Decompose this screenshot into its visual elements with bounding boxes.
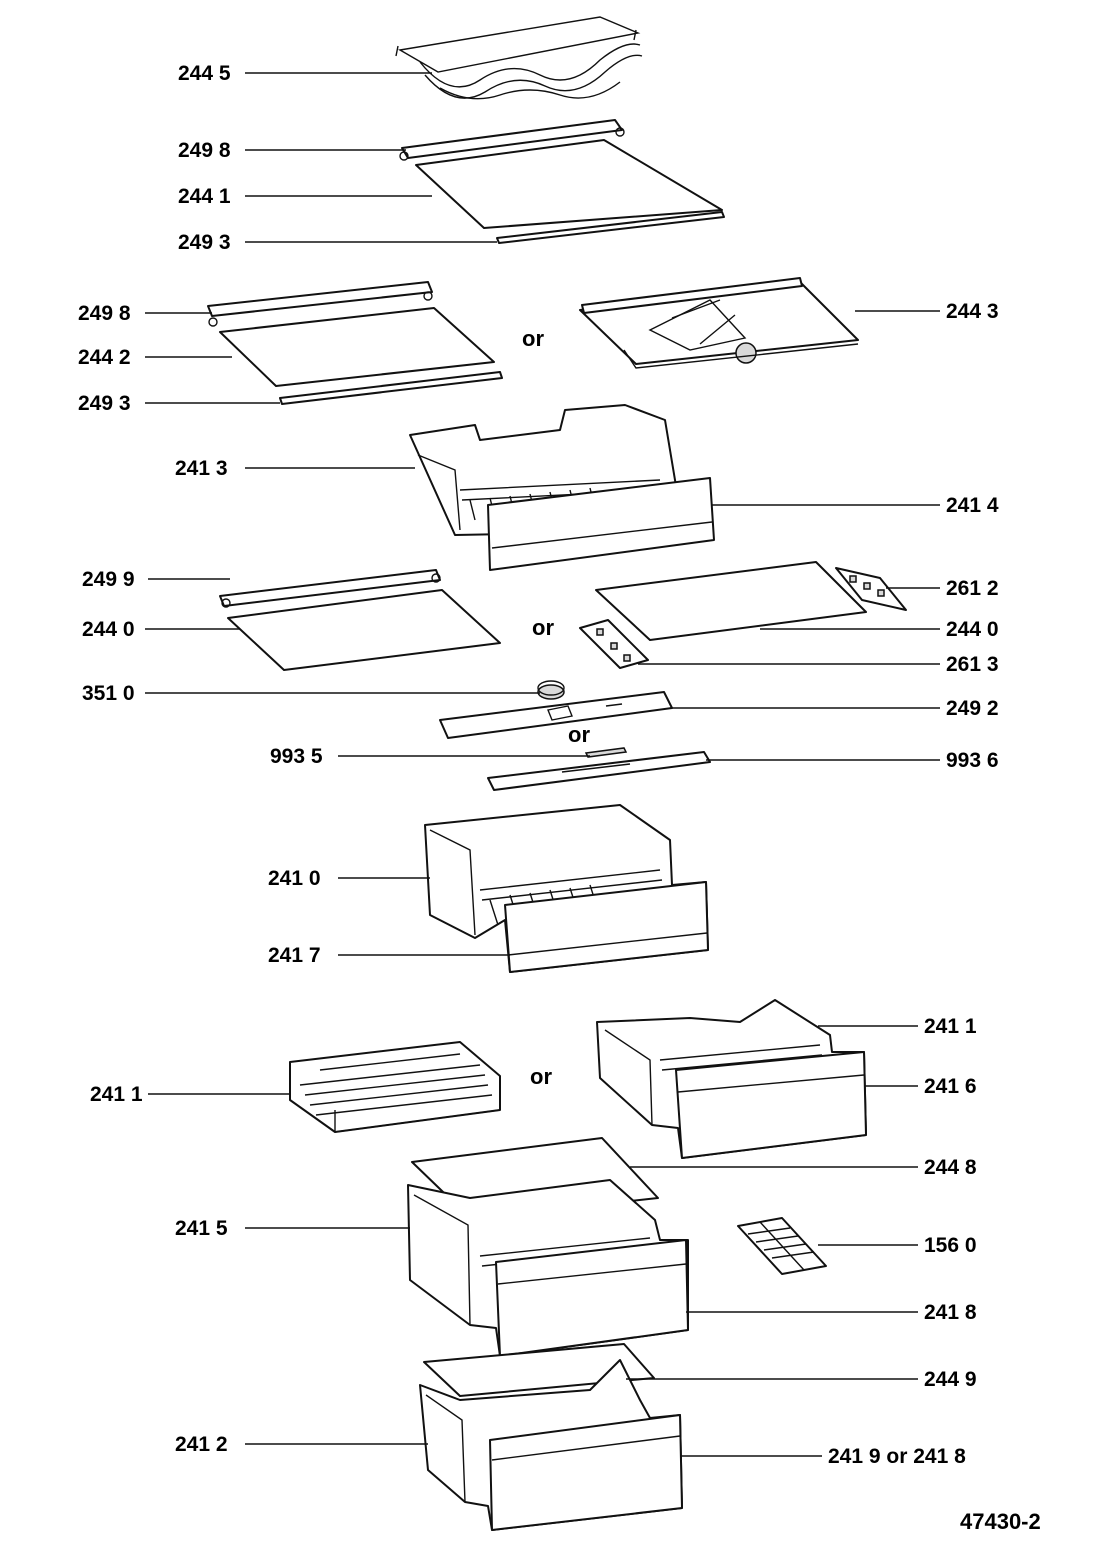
slider-part	[584, 747, 628, 758]
freezer-drawer-part-3	[407, 1179, 689, 1357]
label-156-0: 156 0	[924, 1234, 977, 1257]
crisper-drawer-part	[409, 404, 715, 571]
label-241-7: 241 7	[268, 944, 321, 967]
adjustable-shelf-part	[579, 277, 859, 369]
label-241-8: 241 8	[924, 1301, 977, 1324]
shelf-bracket-part-2	[579, 619, 649, 669]
or-label-3: or	[568, 722, 590, 747]
label-241-3: 241 3	[175, 457, 228, 480]
label-241-0: 241 0	[268, 867, 321, 890]
label-241-1-right: 241 1	[924, 1015, 977, 1038]
glass-shelf-part-1	[415, 139, 723, 229]
label-241-5: 241 5	[175, 1217, 228, 1240]
label-244-8: 244 8	[924, 1156, 977, 1179]
label-241-2: 241 2	[175, 1433, 228, 1456]
leader-lines	[145, 72, 940, 1457]
freezer-drawer-part-4	[419, 1359, 683, 1531]
label-244-2: 244 2	[78, 346, 131, 369]
label-249-3-left: 249 3	[78, 392, 131, 415]
label-249-8-left: 249 8	[78, 302, 131, 325]
label-249-9: 249 9	[82, 568, 135, 591]
or-label-4: or	[530, 1064, 552, 1089]
freezer-drawer-part-2	[596, 999, 867, 1159]
wire-basket-part	[289, 1041, 501, 1133]
wine-rack-part	[395, 16, 643, 100]
label-249-2: 249 2	[946, 697, 999, 720]
shelf-trim-part-1	[399, 119, 625, 161]
part-labels: 244 5 249 8 244 1 249 3 249 8 244 2 249 …	[78, 62, 999, 1468]
label-249-8-top: 249 8	[178, 139, 231, 162]
shelf-trim-part-3	[219, 569, 441, 608]
label-249-3-top: 249 3	[178, 231, 231, 254]
label-244-0-right: 244 0	[946, 618, 999, 641]
label-244-1: 244 1	[178, 185, 231, 208]
label-244-0-left: 244 0	[82, 618, 135, 641]
label-993-6: 993 6	[946, 749, 999, 772]
label-351-0: 351 0	[82, 682, 135, 705]
glass-edge-strip-part-2	[279, 371, 503, 405]
document-id: 47430-2	[960, 1509, 1041, 1534]
label-244-5: 244 5	[178, 62, 231, 85]
label-244-3: 244 3	[946, 300, 999, 323]
label-244-9: 244 9	[924, 1368, 977, 1391]
divider-cover-part-2	[487, 751, 711, 791]
glass-shelf-part-4	[595, 561, 867, 641]
label-241-4: 241 4	[946, 494, 999, 517]
glass-shelf-part-3	[227, 589, 501, 671]
freezer-drawer-part-1	[424, 804, 709, 973]
glass-edge-strip-part-1	[496, 211, 725, 244]
label-241-9-or-241-8: 241 9 or 241 8	[828, 1445, 966, 1468]
ice-tray-part	[737, 1217, 827, 1275]
alternative-markers: or or or or	[522, 326, 590, 1089]
shelf-bracket-part-1	[835, 567, 907, 611]
glass-shelf-part-2	[219, 307, 495, 387]
label-261-2: 261 2	[946, 577, 999, 600]
label-241-1-left: 241 1	[90, 1083, 143, 1106]
knob-part	[537, 680, 565, 700]
label-241-6: 241 6	[924, 1075, 977, 1098]
label-261-3: 261 3	[946, 653, 999, 676]
or-label-2: or	[532, 615, 554, 640]
or-label-1: or	[522, 326, 544, 351]
label-993-5: 993 5	[270, 745, 323, 768]
